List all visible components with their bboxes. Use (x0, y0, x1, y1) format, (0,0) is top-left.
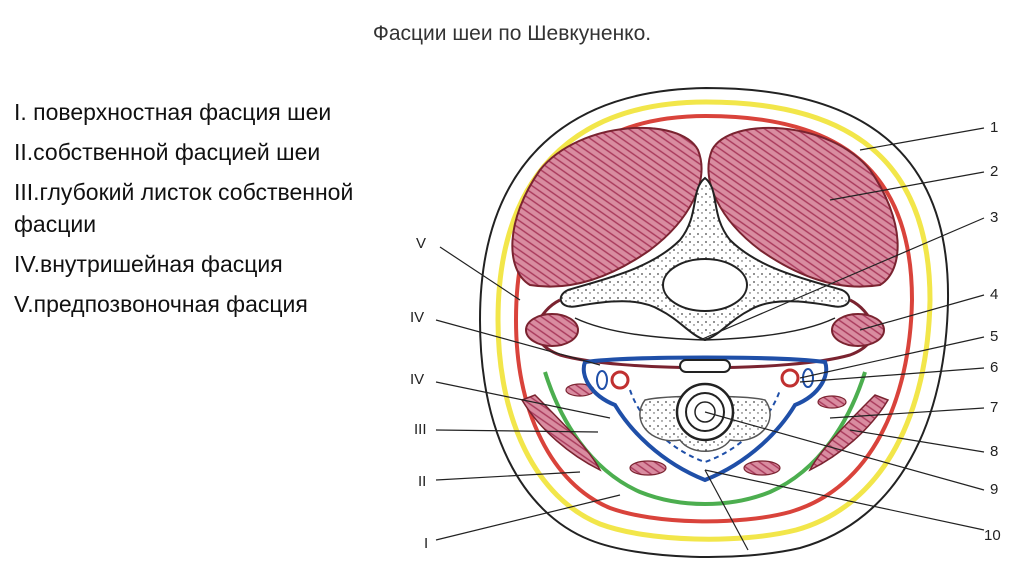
trapezius-left (511, 126, 703, 288)
infrahyoid-right (743, 460, 781, 476)
scalene-right (831, 313, 885, 347)
label-I: I (424, 535, 428, 552)
legend-item-II: II.собственной фасцией шеи (14, 139, 321, 165)
label-8: 8 (990, 443, 998, 460)
omohyoid-right (817, 395, 847, 409)
label-IV-upper: IV (410, 309, 424, 326)
label-10: 10 (984, 527, 1001, 544)
label-V: V (416, 235, 426, 252)
carotid-left (610, 370, 630, 390)
label-1: 1 (990, 119, 998, 136)
jugular-right (802, 368, 814, 388)
legend-item-I: I. поверхностная фасция шеи (14, 99, 332, 125)
fascia-legend: I. поверхностная фасция шеи II.собственн… (14, 96, 394, 328)
label-9: 9 (990, 481, 998, 498)
label-III: III (414, 421, 427, 438)
label-6: 6 (990, 359, 998, 376)
infrahyoid-left (629, 460, 667, 476)
scm-right (808, 394, 890, 472)
page-title: Фасции шеи по Шевкуненко. (372, 22, 652, 45)
jugular-left (596, 370, 608, 390)
prevertebral-fascia-inner (574, 317, 836, 341)
label-3: 3 (990, 209, 998, 226)
label-2: 2 (990, 163, 998, 180)
superficial-fascia (495, 99, 933, 542)
trapezius-right (707, 126, 899, 288)
legend-item-V: V.предпозвоночная фасция (14, 291, 308, 317)
legend-item-IV: IV.внутришейная фасция (14, 251, 283, 277)
carotid-right (780, 368, 800, 388)
legend-item-III: III.глубокий листок собственной фасции (14, 179, 354, 237)
scalene-left (525, 313, 579, 347)
label-5: 5 (990, 328, 998, 345)
label-IV-lower: IV (410, 371, 424, 388)
vertebral-foramen (662, 258, 748, 312)
left-leader-lines (435, 246, 621, 541)
scm-left (520, 394, 602, 472)
right-leader-lines (699, 127, 985, 551)
label-7: 7 (990, 399, 998, 416)
esophagus (679, 359, 731, 373)
label-4: 4 (990, 286, 998, 303)
label-II: II (418, 473, 426, 490)
